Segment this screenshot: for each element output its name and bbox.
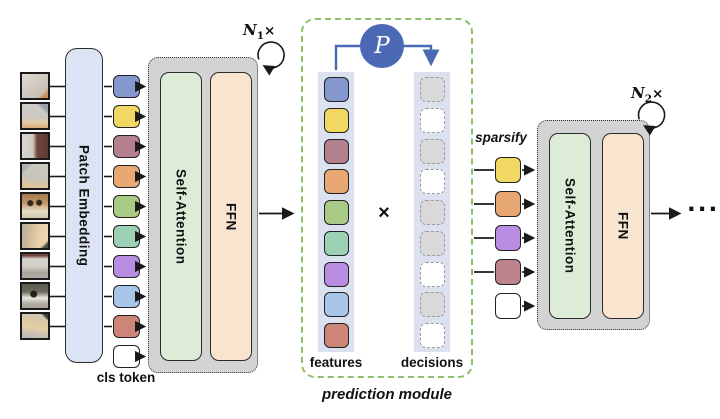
decision-token-3 xyxy=(419,138,445,164)
predictor-circle: P xyxy=(360,24,404,68)
sparsified-token-4 xyxy=(495,259,521,285)
ffn-block-1: FFN xyxy=(210,72,252,361)
feature-token-8 xyxy=(323,292,349,318)
decision-token-1 xyxy=(419,77,445,102)
patch-embedding-block: Patch Embedding xyxy=(65,48,103,363)
features-strip xyxy=(318,72,354,352)
ellipsis-label: ... xyxy=(687,191,720,217)
repeat-sub-1: 1 xyxy=(256,30,265,42)
image-patch-3 xyxy=(20,132,50,160)
feature-token-4 xyxy=(323,169,349,195)
sparsified-token-5 xyxy=(495,293,521,319)
encoder1-repeat-loop xyxy=(257,41,285,76)
image-patch-6 xyxy=(20,222,50,250)
decision-token-8 xyxy=(419,292,445,318)
decision-token-4 xyxy=(419,169,445,195)
features-label: features xyxy=(309,355,363,370)
self-attention-label-2: Self-Attention xyxy=(562,178,578,274)
repeat-var-1: N xyxy=(243,21,257,39)
ffn-label-2: FFN xyxy=(615,212,631,240)
patch-token-5 xyxy=(113,195,140,218)
image-patch-7 xyxy=(20,252,50,280)
sparsify-to-encoder2-arrows xyxy=(522,164,536,312)
feature-token-9 xyxy=(323,323,349,348)
feature-token-1 xyxy=(323,77,349,102)
feature-token-5 xyxy=(323,200,349,225)
decisions-strip xyxy=(414,72,450,352)
feature-token-3 xyxy=(323,138,349,164)
patch-column xyxy=(20,72,50,340)
patch-token-2 xyxy=(113,105,140,128)
sparsified-token-1 xyxy=(495,157,521,183)
cls-token-label: cls token xyxy=(96,370,156,385)
repeat-times-1: × xyxy=(264,23,276,39)
image-patch-5 xyxy=(20,192,50,220)
predictor-symbol: P xyxy=(374,33,390,59)
sparsify-token-column xyxy=(495,157,521,319)
token-to-encoder1-arrows xyxy=(135,80,147,363)
patch-token-6 xyxy=(113,225,140,248)
encoder2-repeat-label: N2× xyxy=(631,84,663,105)
sparsify-label: sparsify xyxy=(475,130,527,145)
encoder1-block: Self-Attention FFN xyxy=(148,57,258,373)
decisions-label: decisions xyxy=(400,355,464,370)
image-patch-9 xyxy=(20,312,50,340)
encoder1-repeat-label: N1× xyxy=(243,21,275,42)
self-attention-label-1: Self-Attention xyxy=(173,168,189,265)
patch-token-4 xyxy=(113,165,140,188)
patch-token-7 xyxy=(113,255,140,278)
decision-token-2 xyxy=(419,107,445,133)
repeat-var-2: N xyxy=(631,84,645,102)
sparsified-token-2 xyxy=(495,191,521,217)
embedded-token-column xyxy=(113,75,140,368)
image-patch-1 xyxy=(20,72,50,100)
decision-token-7 xyxy=(419,261,445,287)
patch-token-1 xyxy=(113,75,140,98)
self-attention-block-2: Self-Attention xyxy=(549,133,591,319)
ffn-label-1: FFN xyxy=(223,202,239,231)
feature-token-6 xyxy=(323,230,349,256)
ffn-block-2: FFN xyxy=(602,133,644,319)
patch-token-3 xyxy=(113,135,140,158)
patch-token-8 xyxy=(113,285,140,308)
sparsified-token-3 xyxy=(495,225,521,251)
encoder2-block: Self-Attention FFN xyxy=(537,120,650,330)
patch-token-9 xyxy=(113,315,140,338)
image-patch-8 xyxy=(20,282,50,310)
patch-to-embedding-lines xyxy=(50,85,65,328)
prediction-module-label: prediction module xyxy=(321,386,452,403)
image-patch-4 xyxy=(20,162,50,190)
feature-token-2 xyxy=(323,107,349,133)
self-attention-block-1: Self-Attention xyxy=(160,72,202,361)
repeat-times-2: × xyxy=(652,86,664,102)
decision-token-5 xyxy=(419,200,445,225)
multiply-symbol: × xyxy=(378,201,390,224)
feature-token-7 xyxy=(323,261,349,287)
embedding-to-token-lines xyxy=(104,85,112,328)
image-patch-2 xyxy=(20,102,50,130)
cls-token xyxy=(113,345,140,368)
module-to-sparsify-lines xyxy=(474,169,494,273)
repeat-sub-2: 2 xyxy=(644,93,653,105)
decision-token-9 xyxy=(419,323,445,348)
decision-token-6 xyxy=(419,230,445,256)
patch-embedding-label: Patch Embedding xyxy=(76,144,92,267)
